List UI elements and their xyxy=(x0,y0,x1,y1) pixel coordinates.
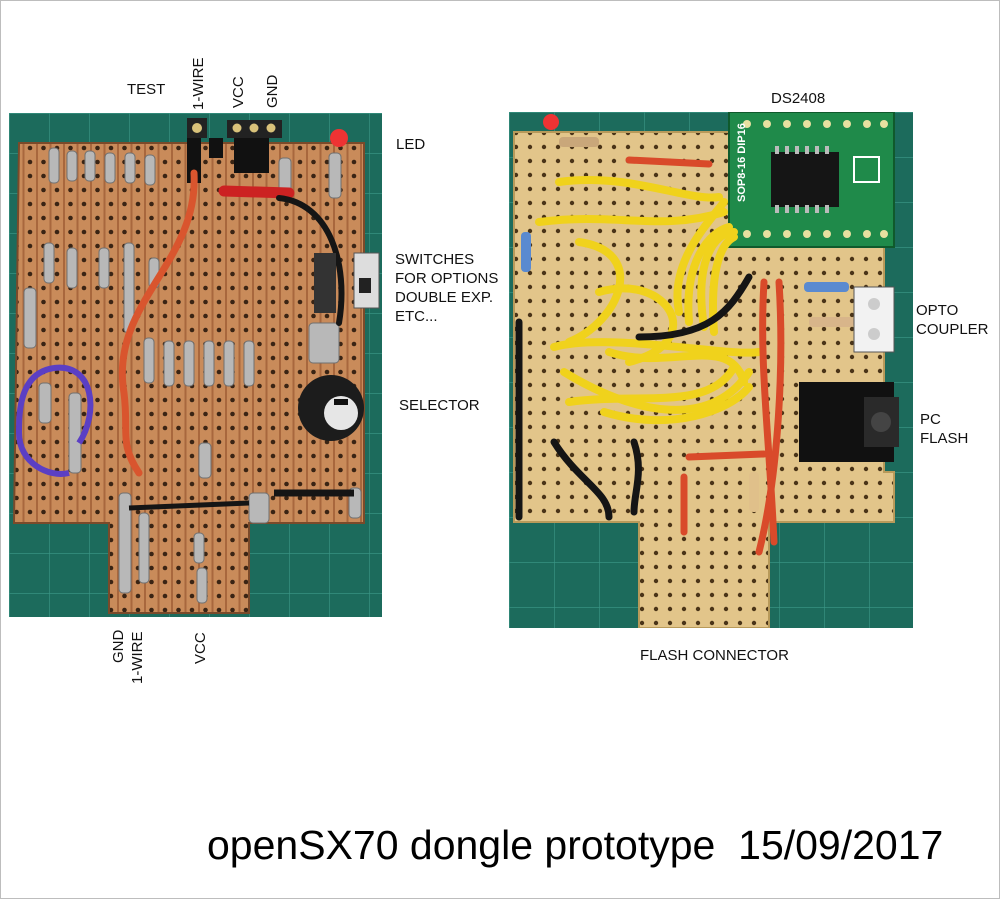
caption: openSX70 dongle prototype 15/09/2017 xyxy=(207,822,944,868)
label-ds2408: DS2408 xyxy=(771,90,826,107)
component-side-board-illustration: SOP8-16 DIP16 xyxy=(509,112,913,628)
label-led: LED xyxy=(396,136,426,153)
label-selector: SELECTOR xyxy=(399,397,480,414)
label-pc-flash-line-2: FLASH xyxy=(920,430,969,447)
ds2408-chip xyxy=(771,152,839,207)
label-vcc-bottom: VCC xyxy=(192,632,209,664)
photo-component-side: SOP8-16 DIP16 xyxy=(509,112,913,628)
copper-side-board-illustration xyxy=(9,113,382,617)
label-gnd-bottom: GND xyxy=(110,629,127,663)
label-test: TEST xyxy=(127,81,166,98)
label-switches: SWITCHES FOR OPTIONS DOUBLE EXP. ETC... xyxy=(395,250,498,326)
chip-marking: SOP8-16 DIP16 xyxy=(736,123,748,202)
label-1-wire-top: 1-WIRE xyxy=(190,57,207,111)
label-vcc-top: VCC xyxy=(230,76,247,108)
label-opto-line-1: OPTO xyxy=(916,302,959,319)
label-flash-connector: FLASH CONNECTOR xyxy=(640,647,789,664)
opto-coupler xyxy=(853,286,895,353)
label-pc-flash: PC FLASH xyxy=(920,410,968,448)
label-switches-line-4: ETC... xyxy=(395,308,438,325)
led-red xyxy=(330,129,348,147)
label-opto-line-2: COUPLER xyxy=(916,321,989,338)
header-pins-top xyxy=(187,118,282,183)
label-1-wire-bottom: 1-WIRE xyxy=(129,631,146,685)
label-switches-line-3: DOUBLE EXP. xyxy=(395,289,494,306)
label-gnd-top: GND xyxy=(264,74,281,108)
label-switches-line-1: SWITCHES xyxy=(395,251,475,268)
label-opto-coupler: OPTO COUPLER xyxy=(916,301,989,339)
label-pc-flash-line-1: PC xyxy=(920,411,941,428)
resistors xyxy=(521,137,854,512)
photo-copper-side xyxy=(9,113,382,617)
label-switches-line-2: FOR OPTIONS xyxy=(395,270,499,287)
